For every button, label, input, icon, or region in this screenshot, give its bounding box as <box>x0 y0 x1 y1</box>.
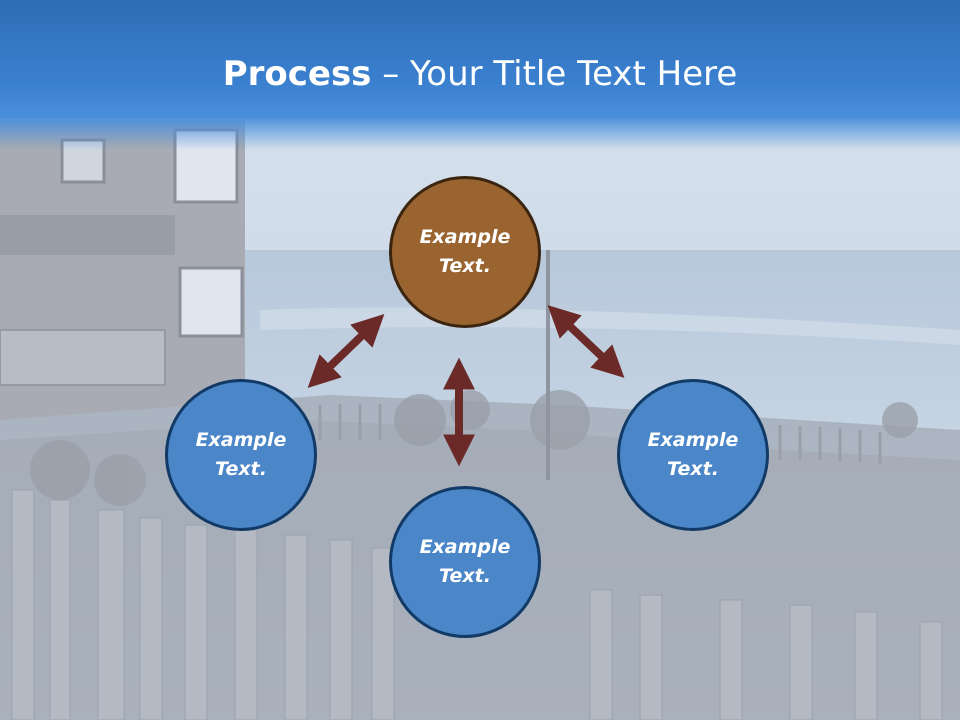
title-bar <box>0 0 960 150</box>
title-strong: Process <box>222 54 372 94</box>
arrow-top-right <box>547 305 625 378</box>
process-node-left[interactable]: Example Text. <box>165 379 317 531</box>
process-node-bottom[interactable]: Example Text. <box>389 486 541 638</box>
process-node-bottom-label: Example Text. <box>419 536 511 587</box>
process-node-top[interactable]: Example Text. <box>389 176 541 328</box>
process-node-right-label: Example Text. <box>647 429 739 480</box>
process-node-top-label: Example Text. <box>419 226 511 277</box>
slide-title: Process – Your Title Text Here <box>0 52 960 96</box>
process-node-right[interactable]: Example Text. <box>617 379 769 531</box>
process-node-left-label: Example Text. <box>195 429 287 480</box>
title-rest: – Your Title Text Here <box>371 54 738 94</box>
arrow-top-left <box>307 314 385 388</box>
